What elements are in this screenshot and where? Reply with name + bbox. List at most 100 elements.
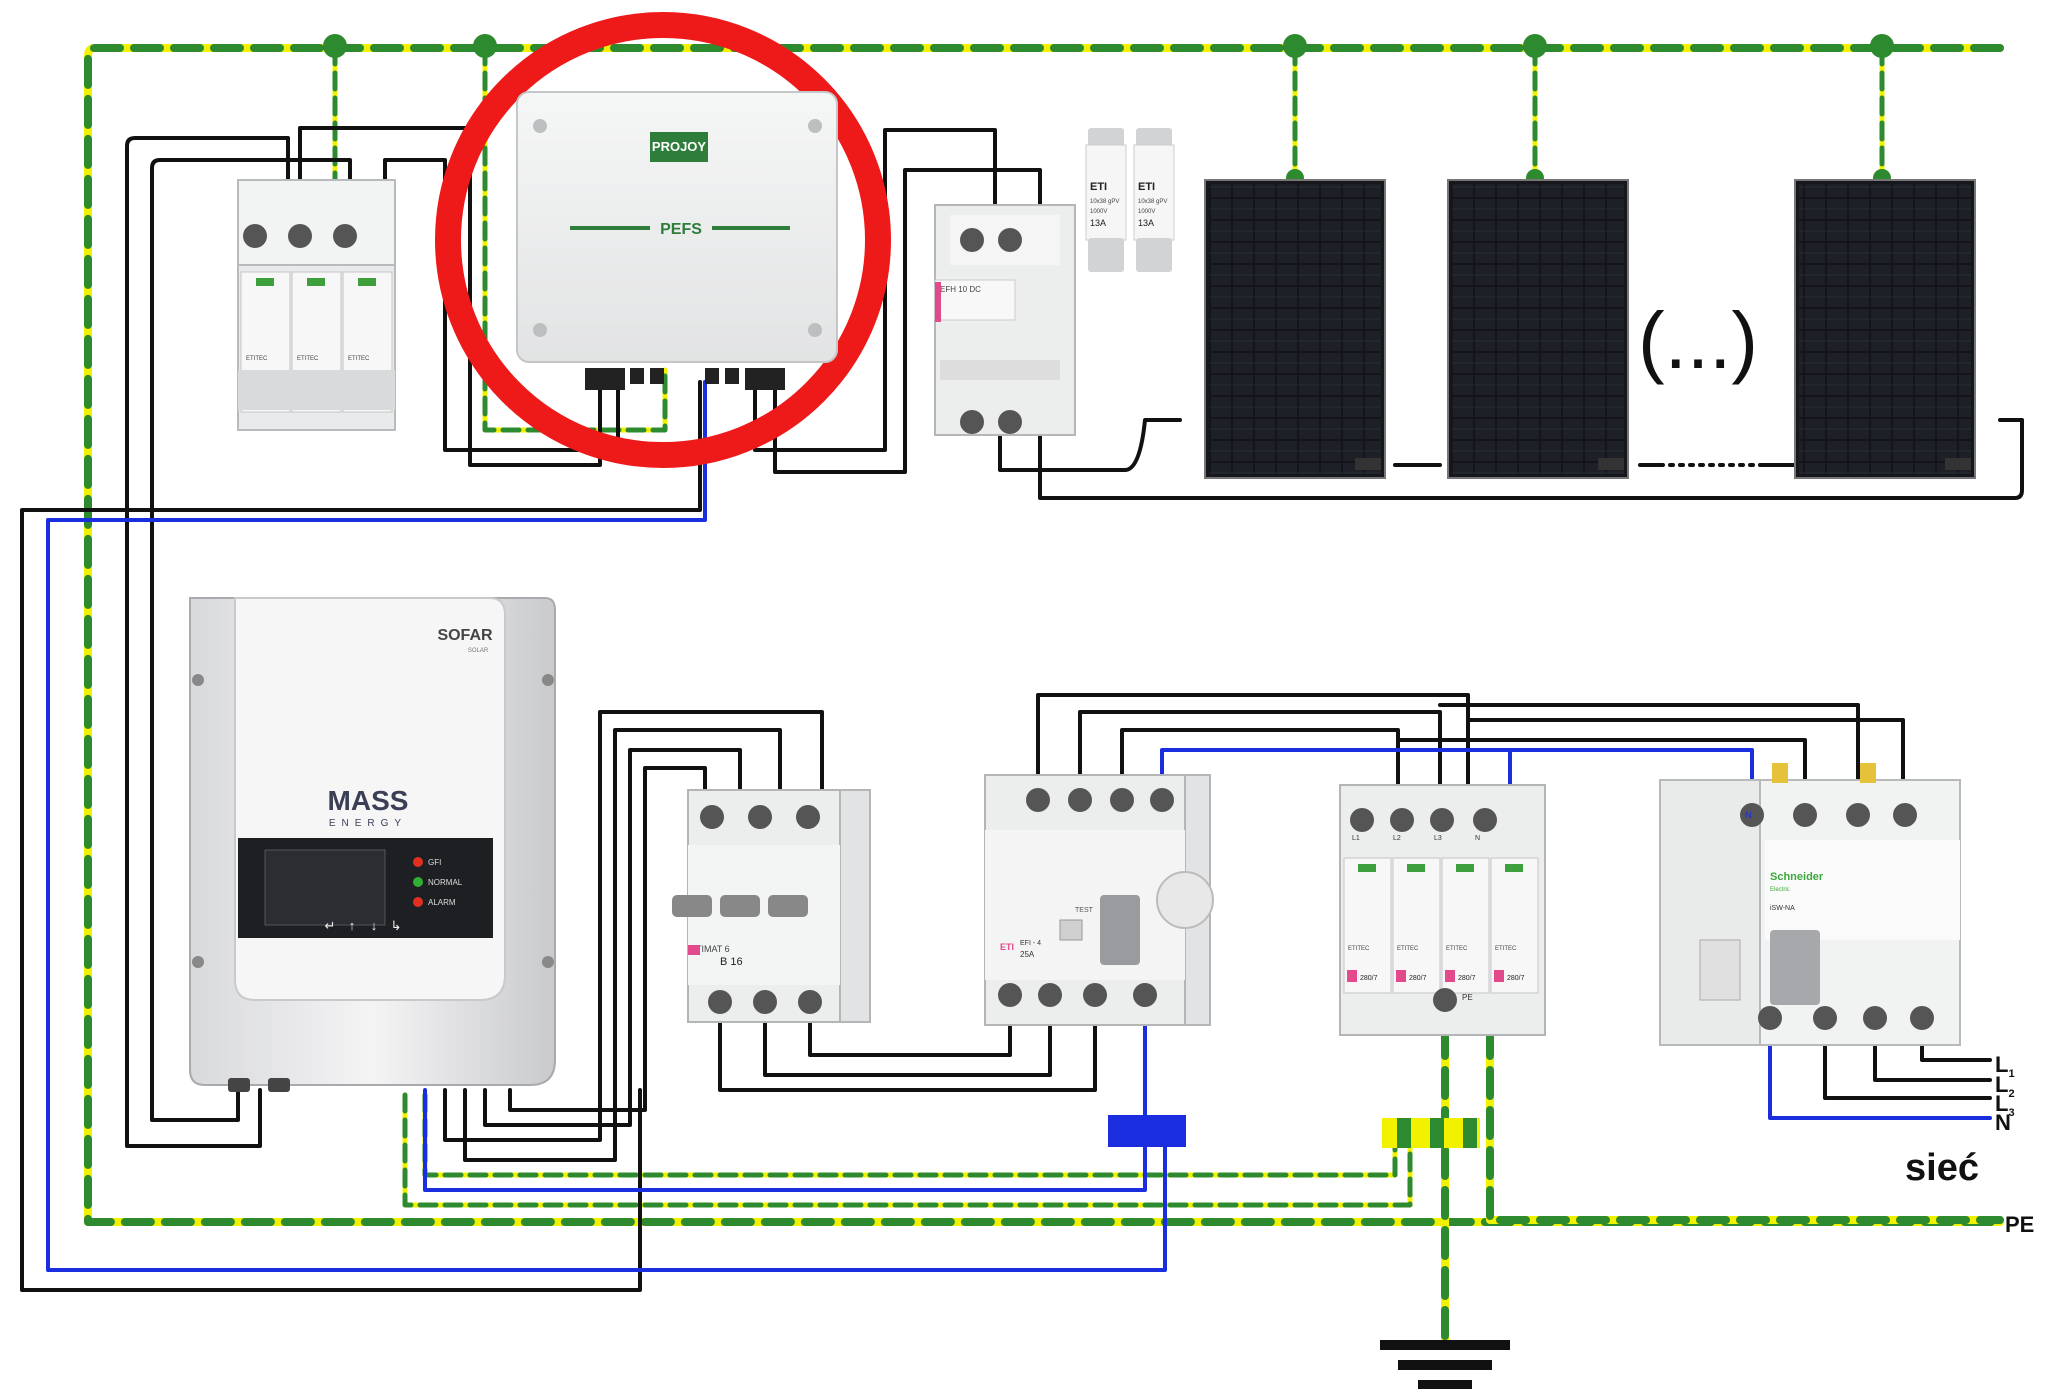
fuse-brand: ETI — [1090, 181, 1107, 193]
highlight-circle — [435, 12, 891, 468]
dc-fuses: ETI 10x38 gPV 1000V 13A ETI 10x38 gPV 1000V 13A — [1085, 128, 1175, 272]
inverter-button[interactable]: ↵ — [325, 918, 336, 933]
ac-spd-terminal-label: N — [1475, 835, 1480, 842]
fuse-amp: 13A — [1090, 218, 1106, 228]
pv-panels — [1204, 179, 1976, 479]
earth-symbol — [1380, 1340, 1510, 1389]
fuse-holder-label: EFH 10 DC — [940, 285, 981, 294]
inverter-brand: SOFAR — [437, 627, 493, 644]
grid-line-label: L3 — [1995, 1091, 2015, 1119]
dc-spd-indicator — [358, 278, 376, 286]
isolator-brand: Schneider — [1770, 871, 1824, 883]
ac-spd-model: ETITEC — [1348, 946, 1370, 952]
ac-spd-indicator — [1358, 864, 1376, 872]
inverter-button[interactable]: ↳ — [391, 918, 402, 933]
ac-spd-terminal-label: L3 — [1434, 835, 1442, 842]
pv-panel — [1794, 179, 1976, 479]
isolator-brand-sub: Electric — [1770, 887, 1790, 893]
ac-spd-indicator — [1456, 864, 1474, 872]
rcd-lever[interactable] — [1100, 895, 1140, 965]
ac-wires — [443, 693, 1992, 1162]
ac-spd-rating: 280/7 — [1507, 975, 1525, 982]
fuse-cartridge: ETI 10x38 gPV 1000V 13A — [1085, 128, 1127, 272]
inverter-model-sub: ENERGY — [329, 818, 407, 829]
inverter-led-label: ALARM — [428, 898, 456, 907]
eti-logo — [1347, 970, 1357, 982]
grid-pe-label: PE — [2005, 1212, 2034, 1237]
projoy-brand: PROJOY — [652, 139, 707, 154]
dc-spd-indicator — [256, 278, 274, 286]
inverter-connectors — [228, 1078, 290, 1092]
fuse-brand: ETI — [1138, 181, 1155, 193]
grid-line-label: N — [1995, 1110, 2011, 1135]
fuse-spec: 10x38 gPV — [1090, 199, 1119, 205]
rcd-test-label: TEST — [1075, 907, 1094, 914]
pv-panel — [1204, 179, 1386, 479]
inverter-led-label: NORMAL — [428, 878, 463, 887]
fuse-spec: 10x38 gPV — [1138, 199, 1167, 205]
inverter-brand-sub: SOLAR — [468, 648, 489, 654]
ac-spd-terminal-label: L2 — [1393, 835, 1401, 842]
dc-spd-model: ETITEC — [348, 356, 370, 362]
dc-spd-model: ETITEC — [246, 356, 268, 362]
ac-spd-pe-label: PE — [1462, 993, 1473, 1002]
fuse-cartridge: ETI 10x38 gPV 1000V 13A — [1133, 128, 1175, 272]
ac-spd-terminal-label: L1 — [1352, 835, 1360, 842]
inverter-model: MASS — [328, 785, 409, 816]
panel-connector — [1945, 458, 1971, 470]
pefs-connectors — [585, 368, 785, 390]
ac-spd-model: ETITEC — [1446, 946, 1468, 952]
fuse-volt: 1000V — [1138, 209, 1155, 215]
isolator-lever[interactable] — [1770, 930, 1820, 1005]
dc-spd-indicator — [307, 278, 325, 286]
eti-logo — [1494, 970, 1504, 982]
fuse-amp: 13A — [1138, 218, 1154, 228]
dc-spd-model: ETITEC — [297, 356, 319, 362]
ac-spd-rating: 280/7 — [1360, 975, 1378, 982]
grid-line-label: L2 — [1995, 1072, 2015, 1100]
fuse-holder: EFH 10 DC — [934, 204, 1076, 436]
neutral-bus-bar — [1108, 1115, 1186, 1147]
projoy-logo — [650, 132, 708, 162]
inverter-led-label: GFI — [428, 858, 441, 867]
ac-spd-indicator — [1407, 864, 1425, 872]
grid-line-label: L1 — [1995, 1052, 2015, 1080]
dc-neutral-wire — [46, 380, 1167, 1272]
isolator-model: iSW-NA — [1770, 905, 1795, 912]
panel-connector — [1598, 458, 1624, 470]
panel-connector — [1355, 458, 1381, 470]
inverter-button[interactable]: ↓ — [371, 918, 378, 933]
mcb-3p: ETIMAT 6 B 16 — [672, 789, 871, 1023]
fuse-volt: 1000V — [1090, 209, 1107, 215]
rcd-test-button[interactable] — [1059, 919, 1083, 941]
wires — [20, 34, 2024, 1344]
ac-neutral-wires — [423, 748, 1992, 1192]
eti-logo — [1445, 970, 1455, 982]
ac-spd-indicator — [1505, 864, 1523, 872]
panels-ellipsis: (...) — [1638, 296, 1758, 385]
pefs-label: PEFS — [660, 221, 702, 238]
rcd-rating: 25A — [1020, 950, 1035, 959]
ac-surge-protector: L1 L2 L3 N ETITEC 280/7 ETITEC 280/7 ETITEC 280/… — [1339, 784, 1546, 1036]
ac-spd-rating: 280/7 — [1409, 975, 1427, 982]
isolator-n-top: N — [1745, 810, 1752, 820]
mcb-rating: B 16 — [720, 956, 743, 968]
ac-spd-model: ETITEC — [1495, 946, 1517, 952]
pv-panel — [1447, 179, 1629, 479]
rcd-model: EFI - 4 — [1020, 940, 1041, 947]
dc-spd-terminals — [243, 224, 357, 248]
inverter-screen — [264, 849, 386, 926]
inverter-led — [413, 857, 423, 867]
ac-spd-rating: 280/7 — [1458, 975, 1476, 982]
grid-label: sieć — [1905, 1147, 1979, 1189]
inverter-button[interactable]: ↑ — [349, 918, 356, 933]
pv-disconnector: PROJOY PEFS — [435, 12, 891, 468]
inverter-led — [413, 877, 423, 887]
inverter-led — [413, 897, 423, 907]
mcb-brand: ETIMAT 6 — [690, 944, 730, 954]
ac-spd-model: ETITEC — [1397, 946, 1419, 952]
mcb-toggles[interactable] — [672, 895, 808, 917]
eti-logo — [1396, 970, 1406, 982]
